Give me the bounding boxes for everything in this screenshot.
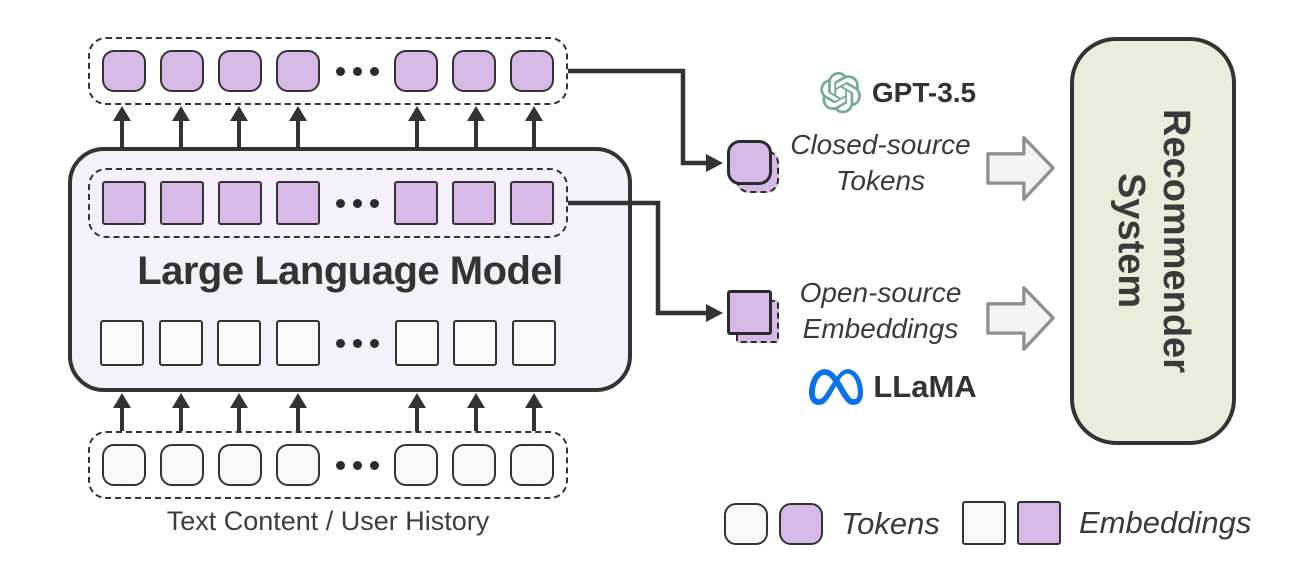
up-arrow	[289, 393, 307, 431]
ellipsis-dots	[334, 338, 380, 348]
open-source-line1: Open-source	[799, 277, 962, 308]
input-token-square	[510, 444, 554, 486]
closed-source-line1: Closed-source	[790, 129, 971, 160]
embedding-stack-icon	[727, 290, 785, 348]
up-arrow	[172, 106, 190, 147]
llama-label: LLaMA	[873, 369, 977, 404]
legend-token-purple	[779, 503, 823, 545]
up-arrow	[467, 393, 485, 431]
output-token-row	[88, 37, 568, 105]
embedding-square	[218, 181, 262, 225]
blank-embedding-square	[275, 320, 320, 366]
input-token-square	[276, 444, 320, 486]
up-arrow	[230, 106, 248, 147]
input-token-square	[102, 444, 146, 486]
gpt-label: GPT-3.5	[871, 77, 977, 108]
closed-source-caption: Closed-source Tokens	[773, 127, 988, 199]
input-token-square	[218, 444, 262, 486]
up-arrow	[408, 393, 426, 431]
legend-tokens: Tokens	[724, 501, 940, 547]
embedding-stack-front	[727, 290, 772, 335]
gpt-header: GPT-3.5	[788, 72, 1008, 114]
input-embedding-row	[88, 319, 568, 367]
token-stack-front	[727, 140, 772, 185]
input-token-square	[160, 444, 204, 486]
ellipsis-dots	[334, 198, 380, 208]
blank-embedding-square	[511, 320, 556, 366]
embedding-row	[88, 168, 568, 238]
blank-embedding-square	[453, 320, 498, 366]
up-arrow	[467, 106, 485, 147]
open-source-caption: Open-source Embeddings	[773, 275, 988, 347]
token-stack-icon	[727, 140, 785, 198]
block-arrow-icon	[986, 136, 1055, 201]
token-square	[452, 50, 496, 92]
recommender-line2: System	[1110, 173, 1152, 309]
legend-token-white	[724, 503, 768, 545]
embedding-square	[510, 181, 554, 225]
input-token-row	[88, 431, 568, 499]
token-square	[510, 50, 554, 92]
up-arrow	[113, 106, 131, 147]
up-arrow	[113, 393, 131, 431]
recommender-system-label: Recommender System	[1108, 109, 1198, 373]
open-source-line2: Embeddings	[802, 312, 959, 344]
closed-source-line2: Tokens	[835, 164, 926, 196]
legend-embedding-white	[962, 501, 1006, 545]
llama-header: LLaMA	[783, 368, 1003, 406]
up-arrow	[525, 106, 543, 147]
token-square	[102, 50, 146, 92]
token-square	[218, 50, 262, 92]
ellipsis-dots	[334, 460, 380, 470]
up-arrow	[289, 106, 307, 147]
embedding-square	[394, 181, 438, 225]
recommender-system-box: Recommender System	[1070, 37, 1236, 445]
recommender-line1: Recommender	[1154, 109, 1197, 373]
input-caption: Text Content / User History	[166, 506, 490, 536]
blank-embedding-square	[158, 320, 203, 366]
llm-box: Large Language Model	[68, 147, 632, 392]
up-arrow	[172, 393, 190, 431]
legend-tokens-label: Tokens	[841, 506, 940, 541]
embedding-square	[160, 181, 204, 225]
legend-embedding-purple	[1017, 501, 1061, 545]
blank-embedding-square	[217, 320, 262, 366]
openai-logo-icon	[820, 72, 861, 114]
llm-title: Large Language Model	[137, 249, 563, 293]
legend-embeddings: Embeddings	[962, 500, 1251, 546]
token-square	[394, 50, 438, 92]
ellipsis-dots	[334, 66, 380, 76]
up-arrow	[525, 393, 543, 431]
input-token-square	[452, 444, 496, 486]
meta-logo-icon	[809, 369, 864, 405]
block-arrow-icon	[986, 286, 1055, 351]
embedding-square	[102, 181, 146, 225]
embedding-square	[452, 181, 496, 225]
token-square	[276, 50, 320, 92]
token-square	[160, 50, 204, 92]
embedding-square	[276, 181, 320, 225]
blank-embedding-square	[394, 320, 439, 366]
blank-embedding-square	[100, 320, 144, 366]
up-arrow	[230, 393, 248, 431]
input-token-square	[394, 444, 438, 486]
legend-embeddings-label: Embeddings	[1079, 505, 1252, 540]
up-arrow	[408, 106, 426, 147]
